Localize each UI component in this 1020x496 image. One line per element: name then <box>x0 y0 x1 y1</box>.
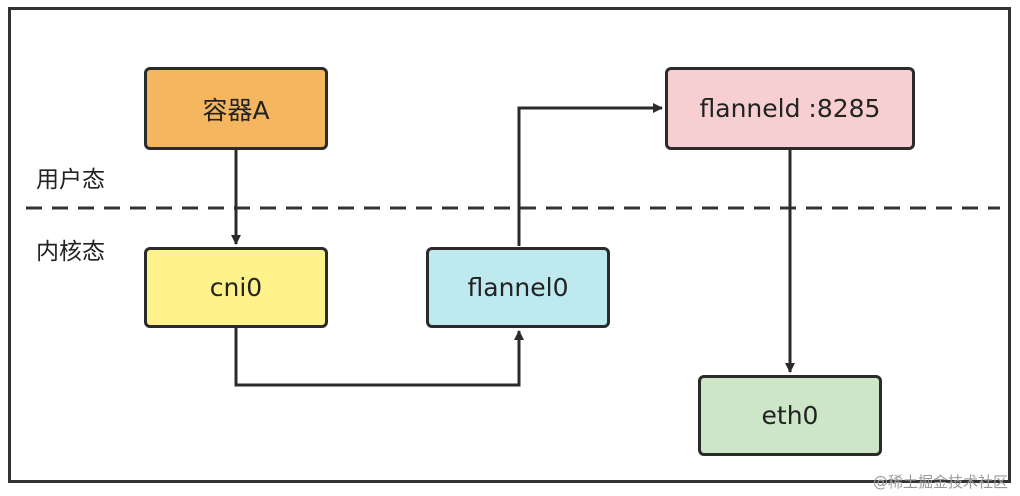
eth0-label: eth0 <box>761 401 819 430</box>
watermark: @稀土掘金技术社区 <box>872 473 1008 491</box>
flanneld-node: flanneld :8285 <box>665 67 915 150</box>
eth0-node: eth0 <box>698 375 882 456</box>
cni0-label: cni0 <box>209 273 263 302</box>
flannel0-label: flannel0 <box>467 273 569 302</box>
flanneld-label: flanneld :8285 <box>699 94 881 123</box>
arrow-flannel0-to-flanneld <box>517 103 663 246</box>
arrow-cni0-to-flannel0 <box>234 328 524 387</box>
container-a-node: 容器A <box>144 67 328 150</box>
flannel0-node: flannel0 <box>426 247 610 328</box>
cni0-node: cni0 <box>144 247 328 328</box>
user-space-label: 用户态 <box>36 167 105 193</box>
container-a-label: 容器A <box>202 95 270 125</box>
kernel-space-label: 内核态 <box>36 239 105 265</box>
